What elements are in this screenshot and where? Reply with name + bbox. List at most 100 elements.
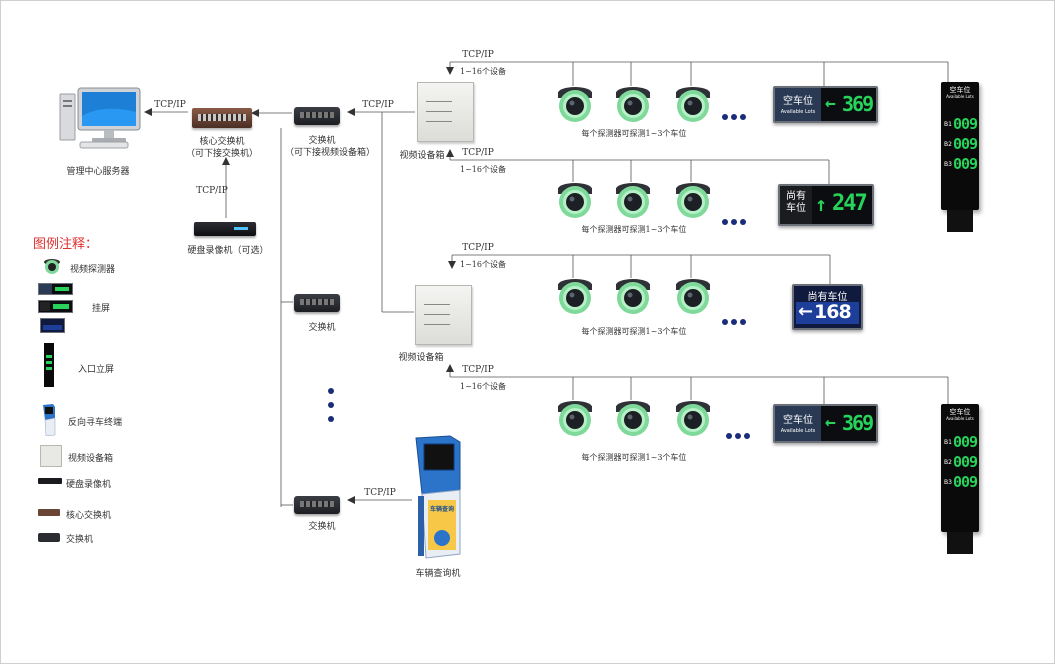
- hanging-sign-2: 尚有 车位 ↑ 247: [778, 184, 874, 226]
- totem2-level-3: B3: [944, 479, 952, 486]
- hanging-sign-1: 空车位 Available Lots ← 369: [773, 86, 878, 123]
- tcp-label-row4: TCP/IP: [462, 365, 494, 375]
- tcp-label-kiosk: TCP/IP: [364, 488, 396, 498]
- sign4-line1: 空车位: [783, 415, 813, 426]
- totem2-level-2: B2: [944, 459, 952, 466]
- legend-label-kiosk: 反向寻车终端: [68, 418, 123, 428]
- legend-label-sign: 挂屏: [92, 304, 111, 314]
- legend-kiosk-icon: [43, 404, 56, 436]
- devices-range-row1: 1~16个设备: [460, 67, 506, 76]
- tcp-label-row2: TCP/IP: [462, 148, 494, 158]
- core-switch-sublabel: （可下接交换机）: [185, 149, 259, 159]
- switch-middle-label: 交换机: [308, 323, 336, 333]
- video-box-2-label: 视频设备箱: [398, 353, 444, 363]
- legend-label-totem: 入口立屏: [78, 365, 115, 375]
- totem2-subtitle: Available Lots: [946, 416, 974, 421]
- sign1-line1: 空车位: [783, 96, 813, 107]
- switch-bottom-label: 交换机: [308, 522, 336, 532]
- camera-icon: [616, 87, 650, 122]
- camera-icon: [676, 87, 710, 122]
- totem1-level-2: B2: [944, 141, 952, 148]
- camera-icon: [676, 279, 710, 314]
- core-switch-icon: [192, 108, 252, 128]
- legend-title: 图例注释：: [33, 237, 99, 252]
- totem1-title: 空车位: [949, 86, 971, 94]
- dvr-label: 硬盘录像机（可选）: [187, 246, 269, 256]
- more-dot-row1-b: [731, 114, 737, 120]
- legend-label-dvr: 硬盘录像机: [66, 480, 112, 490]
- legend-dvr-icon: [38, 478, 62, 484]
- more-dot-row1-c: [740, 114, 746, 120]
- kiosk-icon: 车辆查询: [410, 434, 466, 560]
- devices-range-row2: 1~16个设备: [460, 165, 506, 174]
- camera-icon: [676, 183, 710, 218]
- switch-top-icon: [294, 107, 340, 125]
- tcp-label-dvr: TCP/IP: [196, 186, 228, 196]
- hanging-sign-4: 空车位 Available Lots ← 369: [773, 404, 878, 443]
- more-dot-row4-c: [744, 433, 750, 439]
- totem2-value-3: 009: [953, 473, 978, 491]
- camera-icon: [558, 401, 592, 436]
- switch-middle-icon: [294, 294, 340, 312]
- switch-top-sublabel: （可下接视频设备箱）: [284, 148, 376, 158]
- legend-camera-icon: [44, 259, 60, 274]
- sign1-value: 369: [842, 92, 874, 116]
- sign2-arrow: ↑: [815, 192, 828, 216]
- video-box-1-label: 视频设备箱: [399, 151, 445, 161]
- sign4-value: 369: [842, 411, 874, 435]
- core-switch-label: 核心交换机: [199, 137, 245, 147]
- legend-core-switch-icon: [38, 509, 60, 516]
- legend-label-switch: 交换机: [66, 535, 94, 545]
- cam-caption-row4: 每个探测器可探测1~3个车位: [581, 453, 687, 462]
- sign2-line2: 车位: [786, 203, 806, 214]
- totem1-level-1: B1: [944, 121, 952, 128]
- totem1-value-1: 009: [953, 115, 978, 133]
- devices-range-row3: 1~16个设备: [460, 260, 506, 269]
- cam-caption-row3: 每个探测器可探测1~3个车位: [581, 327, 687, 336]
- kiosk-label: 车辆查询机: [415, 569, 461, 579]
- more-dot-row2-b: [731, 219, 737, 225]
- switch-bottom-icon: [294, 496, 340, 514]
- legend-label-camera: 视频探测器: [70, 265, 116, 275]
- devices-range-row4: 1~16个设备: [460, 382, 506, 391]
- more-dot-row3-a: [722, 319, 728, 325]
- legend-sign-icon-1: [38, 283, 73, 295]
- legend-sign-icon-3: [40, 318, 65, 333]
- hanging-sign-3: 尚有车位 ← 168: [792, 284, 863, 330]
- tcp-label-2: TCP/IP: [362, 100, 394, 110]
- sign4-line2: Available Lots: [780, 428, 816, 434]
- sign1-line2: Available Lots: [780, 109, 816, 115]
- more-dot-2: [328, 402, 334, 408]
- video-box-2-icon: [415, 285, 472, 345]
- sign2-line1: 尚有: [786, 191, 806, 202]
- tcp-label-1: TCP/IP: [154, 100, 186, 110]
- video-box-1-icon: [417, 82, 474, 142]
- more-dot-1: [328, 388, 334, 394]
- server-computer-icon: [58, 86, 142, 150]
- totem1-level-3: B3: [944, 161, 952, 168]
- sign1-arrow: ←: [825, 93, 836, 114]
- camera-icon: [616, 183, 650, 218]
- more-dot-row2-c: [740, 219, 746, 225]
- sign3-value: 168: [814, 301, 852, 323]
- totem1-value-2: 009: [953, 135, 978, 153]
- dvr-icon: [194, 222, 256, 236]
- legend-label-core-switch: 核心交换机: [66, 511, 112, 521]
- sign4-arrow: ←: [825, 412, 836, 433]
- totem2-value-1: 009: [953, 433, 978, 451]
- sign2-value: 247: [832, 191, 868, 216]
- legend-label-video-box: 视频设备箱: [68, 454, 114, 464]
- totem2-title: 空车位: [949, 408, 971, 416]
- kiosk-banner: 车辆查询: [429, 506, 454, 513]
- legend-totem-icon: [44, 343, 54, 387]
- tcp-label-row3: TCP/IP: [462, 243, 494, 253]
- camera-icon: [558, 87, 592, 122]
- more-dot-row3-b: [731, 319, 737, 325]
- more-dot-row3-c: [740, 319, 746, 325]
- totem1-subtitle: Available Lots: [946, 94, 974, 99]
- more-dot-3: [328, 416, 334, 422]
- more-dot-row4-a: [726, 433, 732, 439]
